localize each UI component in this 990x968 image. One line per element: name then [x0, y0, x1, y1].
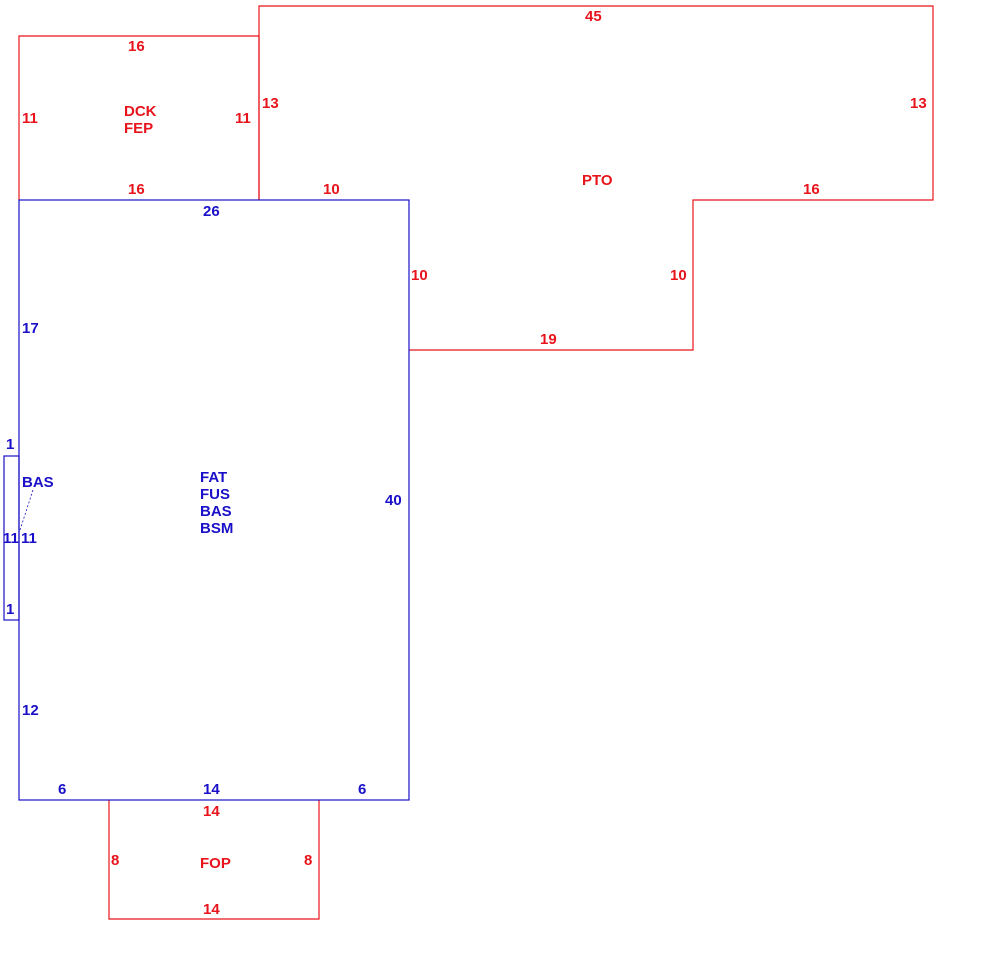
dim-main-right: 40 — [385, 492, 402, 509]
dim-main-left-lower: 12 — [22, 702, 39, 719]
dim-dck-left: 11 — [22, 110, 38, 127]
dim-main-bottom-left: 6 — [58, 781, 66, 798]
dim-dck-top: 16 — [128, 38, 145, 55]
dim-pto-bottom: 19 — [540, 331, 557, 348]
dim-pto-bottom-right: 16 — [803, 181, 820, 198]
dim-fop-bottom: 14 — [203, 901, 220, 918]
dim-pto-inner-left: 10 — [411, 267, 428, 284]
bas-label: BAS — [200, 503, 232, 520]
dim-bas-left: 11 — [3, 530, 19, 547]
dim-pto-top: 45 — [585, 8, 602, 25]
pto-outline — [258, 5, 934, 351]
fat-label: FAT — [200, 469, 227, 486]
dim-main-bottom-right: 6 — [358, 781, 366, 798]
dim-main-left-upper: 17 — [22, 320, 39, 337]
dim-fop-left: 8 — [111, 852, 119, 869]
fus-label: FUS — [200, 486, 230, 503]
bas-small-label: BAS — [22, 474, 54, 491]
fop-outline — [108, 800, 320, 920]
fop-label: FOP — [200, 855, 231, 872]
dim-pto-inner-right: 10 — [670, 267, 687, 284]
fep-label: FEP — [124, 120, 153, 137]
dim-bas-top: 1 — [6, 436, 14, 453]
dim-fop-top: 14 — [203, 803, 220, 820]
dim-bas-bottom: 1 — [6, 601, 14, 618]
dim-fop-right: 8 — [304, 852, 312, 869]
dim-pto-right: 13 — [910, 95, 927, 112]
bas-leader-line — [19, 489, 34, 531]
dim-dck-right: 11 — [235, 110, 251, 127]
dck-label: DCK — [124, 103, 157, 120]
dim-dck-bottom: 16 — [128, 181, 145, 198]
dim-pto-left: 13 — [262, 95, 279, 112]
dim-main-bottom-mid: 14 — [203, 781, 220, 798]
bsm-label: BSM — [200, 520, 233, 537]
dim-bas-right: 11 — [21, 530, 37, 547]
pto-label: PTO — [582, 172, 613, 189]
dim-pto-bottom-left: 10 — [323, 181, 340, 198]
bas-small-outline — [3, 455, 20, 621]
dim-main-top: 26 — [203, 203, 220, 220]
